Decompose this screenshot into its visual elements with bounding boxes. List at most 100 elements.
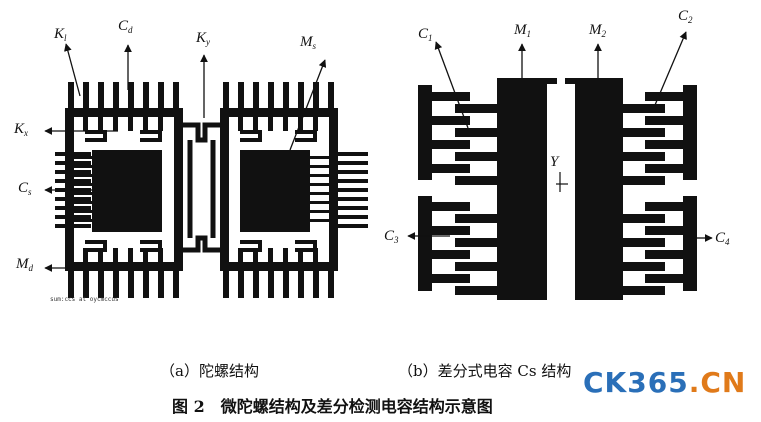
rotor-finger-m2 — [623, 262, 665, 271]
mass-finger — [310, 165, 330, 168]
sense-finger — [55, 197, 91, 201]
bottom-comb-tooth — [98, 270, 104, 298]
rotor-finger-m1 — [455, 128, 497, 137]
m1-mass — [497, 78, 547, 300]
label-y: Y — [550, 154, 560, 170]
top-comb-tooth — [223, 82, 229, 110]
inner-drive-finger — [313, 117, 318, 131]
inner-drive-finger — [113, 117, 118, 131]
bottom-comb-tooth — [268, 270, 274, 298]
stator-finger-right — [645, 116, 683, 125]
sense-finger — [338, 152, 368, 156]
coupling-spring — [183, 122, 220, 253]
inner-drive-finger — [283, 117, 288, 131]
folded-spring — [240, 240, 262, 252]
label-ms: Ms — [299, 34, 317, 51]
sense-finger — [338, 224, 368, 228]
inner-drive-finger — [238, 248, 243, 262]
inner-drive-finger — [268, 117, 273, 131]
mass-finger — [74, 174, 92, 177]
rotor-finger-m1 — [455, 152, 497, 161]
inner-drive-finger — [313, 248, 318, 262]
watermark-logo: CK365.CN — [583, 366, 747, 399]
inner-drive-finger — [143, 248, 148, 262]
mass-tab — [565, 78, 575, 84]
inner-drive-finger — [113, 248, 118, 262]
bottom-comb-tooth — [253, 270, 259, 298]
sense-finger — [55, 179, 91, 183]
sense-finger — [55, 215, 91, 219]
mass-finger — [310, 183, 330, 186]
label-cs: Cs — [18, 180, 32, 197]
figure-caption: 图 2 微陀螺结构及差分检测电容结构示意图 — [172, 397, 493, 416]
label-md: Md — [15, 256, 34, 273]
mass-finger — [310, 156, 330, 159]
label-c1: C1 — [418, 26, 433, 43]
rotor-finger-m2 — [623, 128, 665, 137]
label-m1: M1 — [513, 22, 531, 39]
inner-drive-finger — [83, 117, 88, 131]
right-sense-frame — [220, 82, 368, 298]
top-comb-tooth — [128, 82, 134, 110]
mass-finger — [74, 183, 92, 186]
sense-finger — [55, 206, 91, 210]
stator-finger-left — [432, 116, 470, 125]
bottom-comb-tooth — [158, 270, 164, 298]
stator-finger-right — [645, 164, 683, 173]
stator-finger-left — [432, 164, 470, 173]
sense-finger — [338, 197, 368, 201]
stator-finger-left — [432, 92, 470, 101]
c2-stator-bar — [683, 85, 697, 180]
rotor-finger-m1 — [455, 176, 497, 185]
bottom-comb-tooth — [313, 270, 319, 298]
label-cd: Cd — [118, 18, 133, 35]
left-sense-mass — [92, 150, 162, 232]
c1-stator-bar — [418, 85, 432, 180]
sense-finger — [338, 161, 368, 165]
top-comb-tooth — [313, 82, 319, 110]
label-ky: Ky — [195, 30, 210, 47]
inner-drive-finger — [128, 117, 133, 131]
label-c2: C2 — [678, 8, 693, 25]
subcaption-a: （a）陀螺结构 — [160, 362, 259, 380]
top-comb-tooth — [83, 82, 89, 110]
y-axis-indicator — [556, 172, 568, 192]
folded-spring — [240, 130, 262, 142]
c2-arrow — [654, 31, 687, 106]
top-comb-tooth — [173, 82, 179, 110]
bottom-comb-tooth — [83, 270, 89, 298]
rotor-finger-m2 — [623, 214, 665, 223]
bottom-comb-tooth — [238, 270, 244, 298]
folded-spring — [140, 240, 162, 252]
sense-finger — [55, 152, 91, 156]
top-comb-tooth — [283, 82, 289, 110]
subcaption-b: （b）差分式电容 Cs 结构 — [398, 362, 572, 380]
top-comb-tooth — [298, 82, 304, 110]
label-c3: C3 — [384, 228, 399, 245]
mass-finger — [74, 165, 92, 168]
folded-spring — [85, 240, 107, 252]
stator-finger-left — [432, 274, 470, 283]
rotor-finger-m1 — [455, 262, 497, 271]
rotor-finger-m2 — [623, 176, 665, 185]
bottom-comb-tooth — [298, 270, 304, 298]
sense-finger — [338, 188, 368, 192]
inner-drive-finger — [143, 117, 148, 131]
mass-tab — [547, 78, 557, 84]
top-comb-tooth — [143, 82, 149, 110]
stator-finger-right — [645, 250, 683, 259]
mass-finger — [74, 192, 92, 195]
inner-drive-finger — [158, 248, 163, 262]
mass-finger — [74, 219, 92, 222]
bottom-comb-tooth — [128, 270, 134, 298]
inner-drive-finger — [98, 248, 103, 262]
label-m2: M2 — [588, 22, 607, 39]
c1-arrow — [434, 41, 469, 129]
top-comb-tooth — [328, 82, 334, 110]
mass-finger — [310, 174, 330, 177]
stator-finger-right — [645, 202, 683, 211]
rotor-finger-m1 — [455, 238, 497, 247]
stator-finger-right — [645, 92, 683, 101]
top-comb-tooth — [238, 82, 244, 110]
